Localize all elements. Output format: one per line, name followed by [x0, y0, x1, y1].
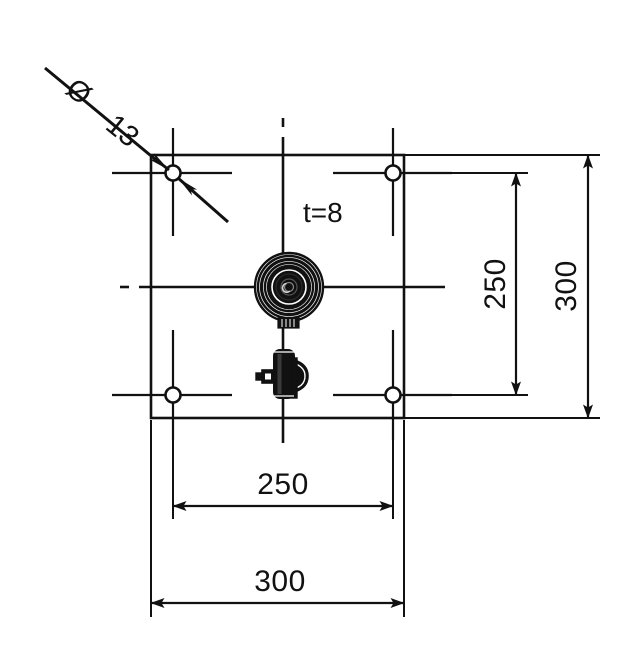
dim-pitch-horizontal — [172, 402, 394, 519]
dim-overall-width — [150, 420, 405, 617]
dim-overall-height-label: 300 — [550, 260, 583, 312]
dim-overall-height — [404, 154, 600, 419]
dim-pitch-vertical — [400, 172, 528, 396]
dim-pitch-horizontal-label: 250 — [257, 468, 309, 501]
central-hub — [253, 251, 325, 329]
hole-diameter-leader — [44, 66, 229, 224]
dim-overall-width-label: 300 — [254, 565, 306, 598]
valve-fitting — [255, 349, 309, 399]
thickness-note: t=8 — [303, 197, 343, 228]
bolt-hole-top-right — [384, 164, 402, 182]
dim-pitch-vertical-label: 250 — [479, 258, 512, 310]
bolt-hole-bottom-left — [164, 386, 182, 404]
bolt-hole-bottom-right — [384, 386, 402, 404]
